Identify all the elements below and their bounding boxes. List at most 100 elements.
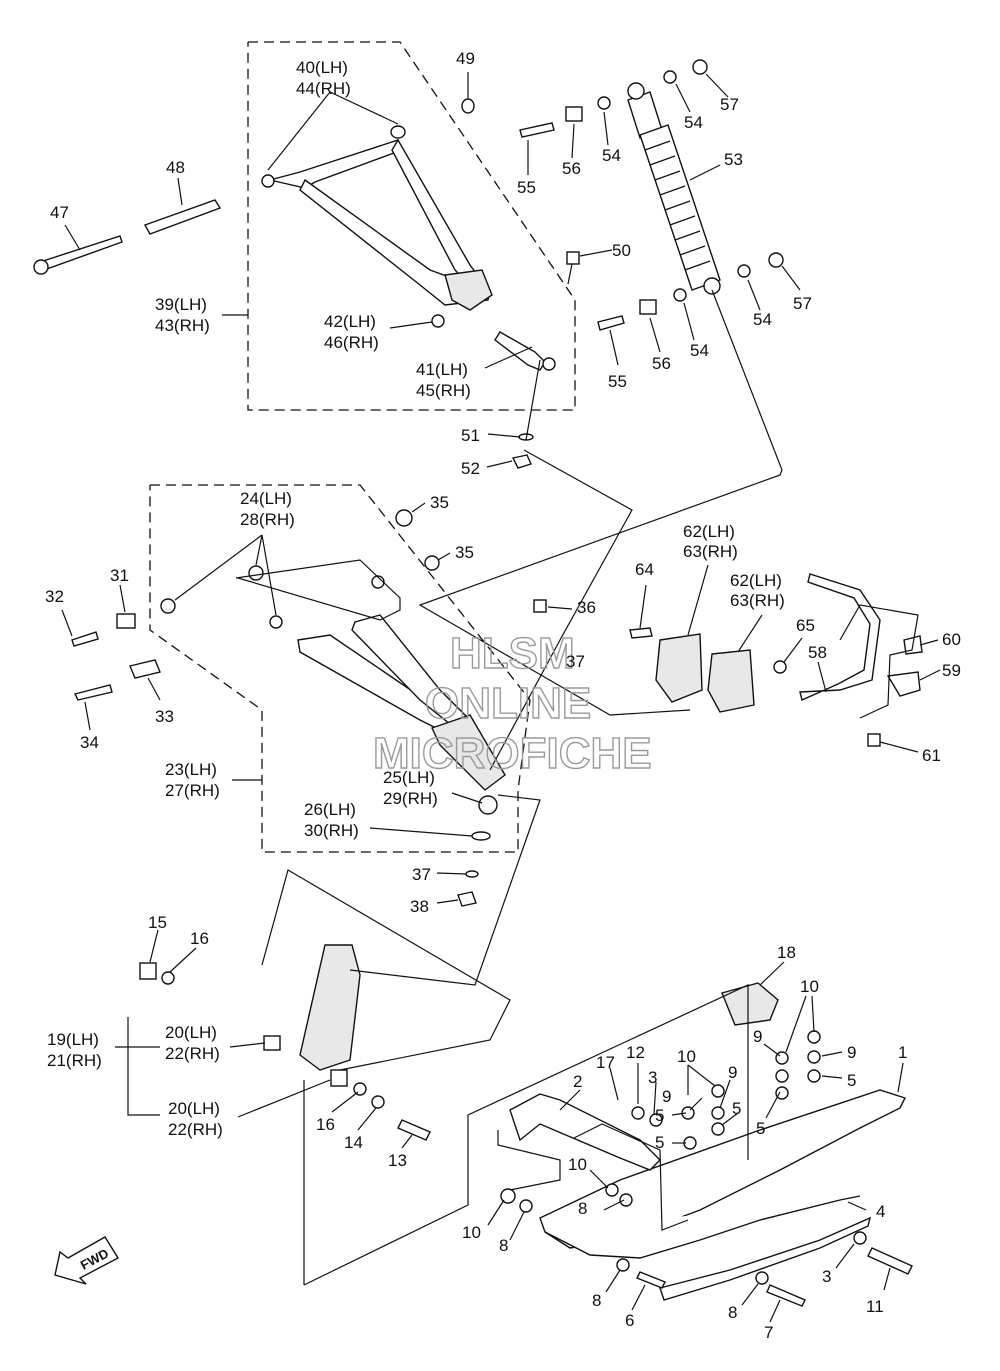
part-label-57a: 57	[720, 95, 739, 114]
part-label-51: 51	[461, 426, 480, 445]
watermark-line-2: ONLINE	[425, 679, 591, 728]
part-label-9a: 9	[753, 1027, 762, 1046]
part-label-5d: 5	[655, 1106, 664, 1125]
part-label-10a: 10	[800, 977, 819, 996]
part-label-10d: 10	[462, 1223, 481, 1242]
part-label-35b: 35	[455, 543, 474, 562]
part-label-52: 52	[461, 459, 480, 478]
part-label-18: 18	[777, 943, 796, 962]
part-label-20b: 20(LH)	[168, 1099, 220, 1118]
part-label-3b: 3	[822, 1267, 831, 1286]
part-label-38: 38	[410, 897, 429, 916]
part-label-37a: 37	[566, 652, 585, 671]
part-label-25: 25(LH)	[383, 768, 435, 787]
part-label-21: 21(RH)	[47, 1051, 102, 1070]
part-label-15: 15	[148, 913, 167, 932]
part-label-13: 13	[388, 1151, 407, 1170]
part-label-22b: 22(RH)	[168, 1120, 223, 1139]
part-label-7: 7	[764, 1323, 773, 1342]
part-label-17: 17	[596, 1053, 615, 1072]
part-label-32: 32	[45, 587, 64, 606]
part-label-64: 64	[635, 560, 654, 579]
part-label-20a: 20(LH)	[165, 1023, 217, 1042]
part-labels: 40(LH) 44(RH) 49 48 47 39(LH) 43(RH) 42(…	[45, 49, 961, 1342]
part-label-53: 53	[724, 150, 743, 169]
part-label-6: 6	[625, 1311, 634, 1330]
part-label-37b: 37	[412, 865, 431, 884]
part-label-65: 65	[796, 616, 815, 635]
part-label-9b: 9	[847, 1043, 856, 1062]
part-label-5c: 5	[756, 1119, 765, 1138]
part-label-5a: 5	[847, 1071, 856, 1090]
part-label-5e: 5	[655, 1133, 664, 1152]
part-label-58: 58	[808, 643, 827, 662]
part-label-12: 12	[626, 1043, 645, 1062]
part-label-42: 42(LH)	[324, 312, 376, 331]
part-label-3a: 3	[648, 1068, 657, 1087]
part-label-43: 43(RH)	[155, 316, 210, 335]
part-label-27: 27(RH)	[165, 781, 220, 800]
group-outlines	[149, 41, 576, 853]
part-label-61: 61	[922, 746, 941, 765]
part-label-8d: 8	[728, 1303, 737, 1322]
part-label-44: 44(RH)	[296, 79, 351, 98]
part-label-26: 26(LH)	[304, 800, 356, 819]
part-label-8a: 8	[578, 1199, 587, 1218]
part-label-54b: 54	[602, 146, 621, 165]
part-label-45: 45(RH)	[416, 381, 471, 400]
watermark: HLSM ONLINE MICROFICHE	[372, 628, 652, 778]
part-label-9c: 9	[728, 1063, 737, 1082]
watermark-line-1: HLSM	[450, 629, 575, 678]
part-label-62b: 62(LH)	[730, 571, 782, 590]
part-label-49: 49	[456, 49, 475, 68]
part-label-1: 1	[898, 1043, 907, 1062]
part-label-62a: 62(LH)	[683, 522, 735, 541]
part-label-29: 29(RH)	[383, 789, 438, 808]
part-label-36: 36	[577, 598, 596, 617]
part-label-50: 50	[612, 241, 631, 260]
part-label-31: 31	[110, 566, 129, 585]
part-label-10c: 10	[568, 1155, 587, 1174]
part-label-11: 11	[866, 1297, 884, 1316]
part-label-9d: 9	[662, 1087, 671, 1106]
part-label-16b: 16	[316, 1115, 335, 1134]
shock-absorber	[519, 59, 784, 331]
part-label-8c: 8	[592, 1291, 601, 1310]
part-label-63a: 63(RH)	[683, 542, 738, 561]
part-label-33: 33	[155, 707, 174, 726]
part-label-56a: 56	[562, 159, 581, 178]
part-label-41: 41(LH)	[416, 360, 468, 379]
watermark-line-3: MICROFICHE	[373, 729, 652, 778]
part-label-56b: 56	[652, 354, 671, 373]
part-label-55b: 55	[608, 372, 627, 391]
fwd-arrow-icon	[54, 1236, 119, 1285]
part-label-14: 14	[344, 1133, 363, 1152]
part-label-40: 40(LH)	[296, 58, 348, 77]
lower-a-arm	[71, 509, 547, 907]
part-label-47: 47	[50, 203, 69, 222]
part-label-23: 23(LH)	[165, 760, 217, 779]
part-label-54a: 54	[684, 113, 703, 132]
part-label-35a: 35	[430, 493, 449, 512]
part-label-30: 30(RH)	[304, 821, 359, 840]
part-label-4: 4	[876, 1202, 885, 1221]
part-label-28: 28(RH)	[240, 510, 295, 529]
part-label-24: 24(LH)	[240, 489, 292, 508]
part-label-57b: 57	[793, 294, 812, 313]
part-label-5b: 5	[732, 1099, 741, 1118]
upper-a-arm	[33, 98, 580, 469]
forward-arrow: FWD	[54, 1236, 119, 1285]
part-label-34: 34	[80, 733, 99, 752]
part-label-39: 39(LH)	[155, 295, 207, 314]
part-label-60: 60	[942, 630, 961, 649]
part-label-10b: 10	[677, 1047, 696, 1066]
part-label-46: 46(RH)	[324, 333, 379, 352]
part-label-59: 59	[942, 661, 961, 680]
part-label-2: 2	[573, 1072, 582, 1091]
part-label-63b: 63(RH)	[730, 591, 785, 610]
spindle	[139, 944, 431, 1141]
part-label-16a: 16	[190, 929, 209, 948]
part-label-54c: 54	[753, 310, 772, 329]
part-label-19: 19(LH)	[47, 1030, 99, 1049]
part-label-55a: 55	[517, 178, 536, 197]
